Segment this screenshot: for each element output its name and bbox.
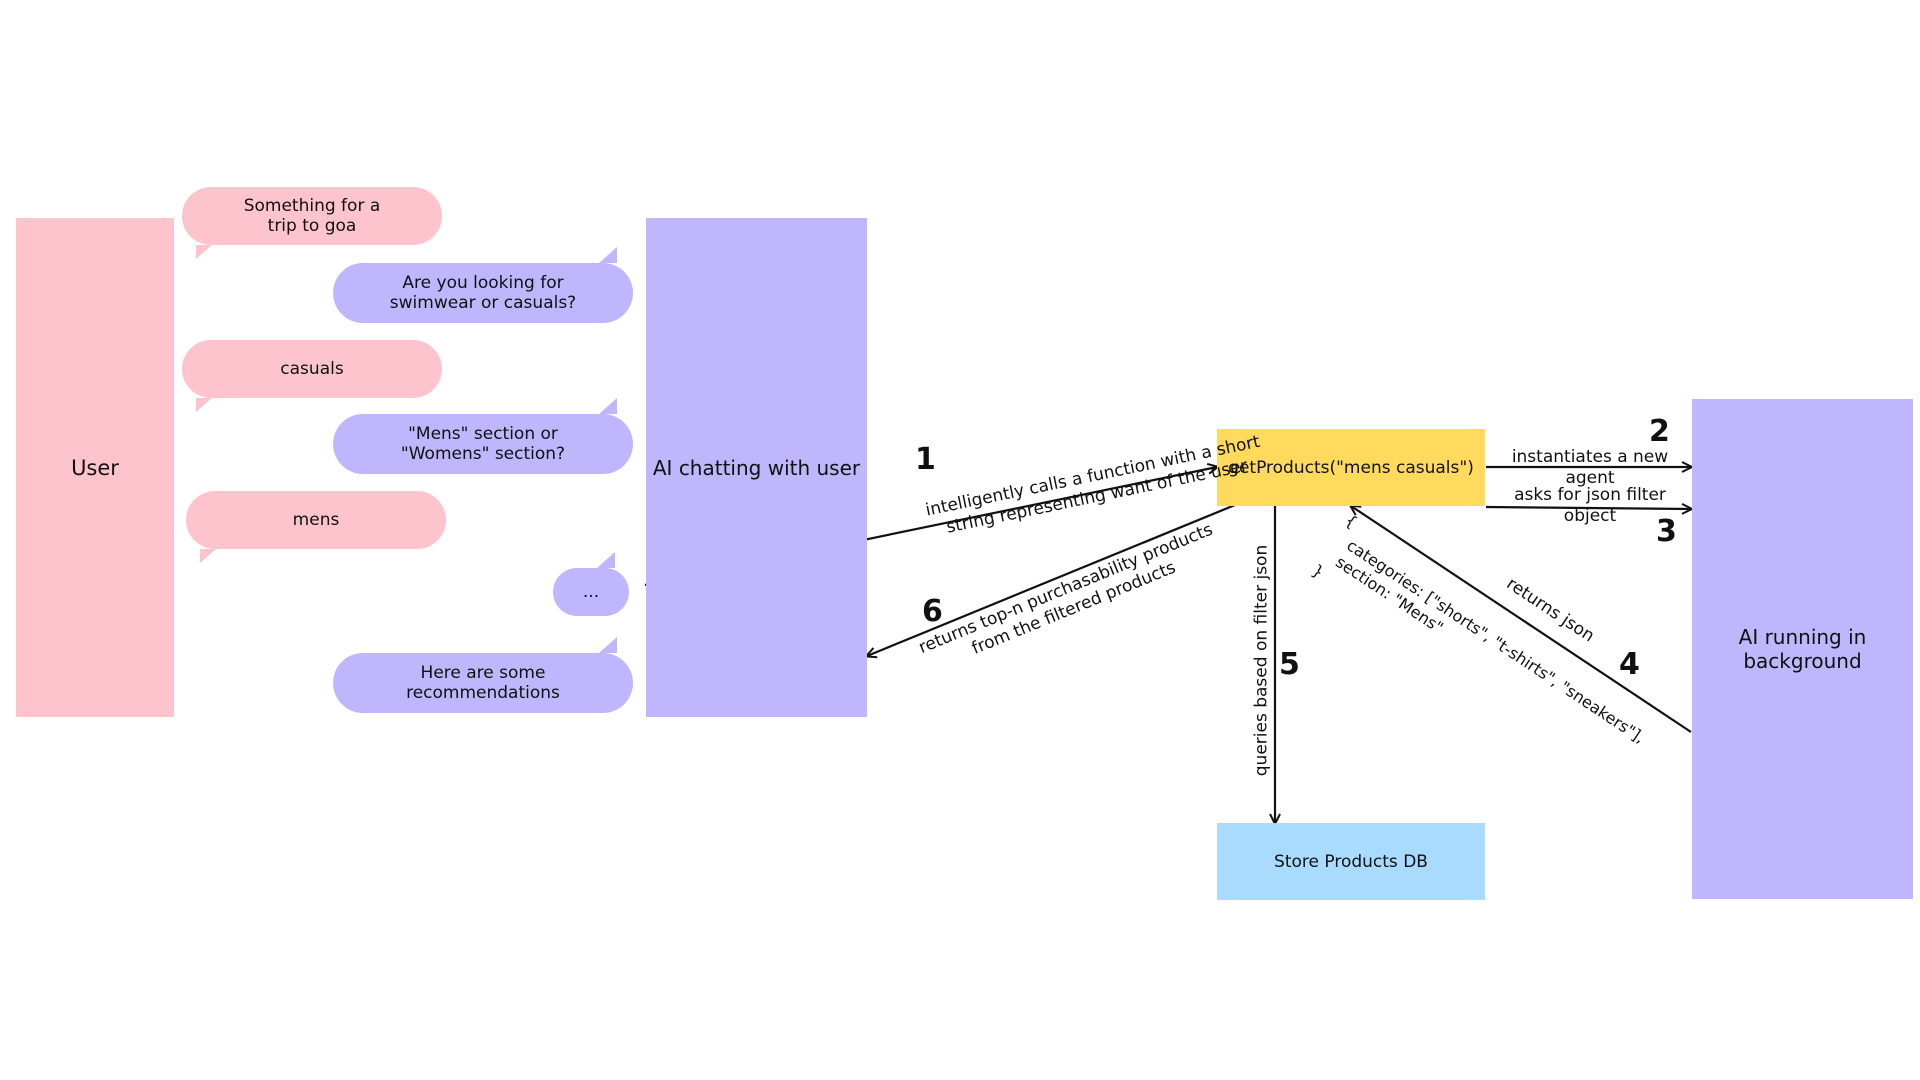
store-db-label: Store Products DB [1274, 851, 1428, 872]
store-db-node: Store Products DB [1217, 823, 1485, 900]
chat-text: casuals [280, 359, 344, 379]
bubble-tail [196, 245, 212, 259]
bubble-tail [599, 637, 617, 653]
ai-background-label: AI running in background [1738, 625, 1867, 673]
arrow-step-4 [1351, 506, 1692, 733]
chat-text: Here are some recommendations [406, 663, 560, 703]
chat-text: Are you looking for swimwear or casuals? [389, 273, 577, 313]
step-number-3: 3 [1656, 514, 1677, 549]
step-label-3: asks for json filter object [1514, 485, 1666, 526]
step-number-1: 1 [915, 442, 936, 477]
chat-bubble-user: Something for a trip to goa [182, 187, 442, 259]
user-node: User [16, 218, 174, 717]
chat-text: ... [582, 582, 600, 602]
step-label-2: instantiates a new agent [1511, 447, 1669, 488]
chat-bubble-ai: ... [553, 552, 629, 616]
chat-text: Something for a trip to goa [243, 196, 381, 236]
chat-text: mens [292, 510, 340, 530]
bubble-tail [599, 398, 617, 414]
user-label: User [71, 455, 119, 480]
step-label-5: queries based on filter json [1251, 544, 1272, 777]
bubble-tail [597, 552, 615, 568]
step-number-5: 5 [1279, 647, 1300, 682]
chat-bubble-ai: Here are some recommendations [333, 637, 633, 713]
chat-bubble-user: mens [186, 491, 446, 563]
chat-bubble-user: casuals [182, 340, 442, 412]
bubble-tail [599, 247, 617, 263]
arrow-step-6 [867, 503, 1236, 656]
arrow-step-3 [1485, 507, 1691, 509]
get-products-node: getProducts("mens casuals") [1217, 429, 1485, 506]
bubble-tail [200, 549, 216, 563]
bubble-tail [196, 398, 212, 412]
ai-chat-node: AI chatting with user [646, 218, 867, 717]
chat-bubble-ai: "Mens" section or "Womens" section? [333, 398, 633, 474]
step-number-4: 4 [1619, 647, 1640, 682]
step-number-6: 6 [922, 594, 943, 629]
get-products-label: getProducts("mens casuals") [1228, 457, 1474, 478]
ai-chat-label: AI chatting with user [652, 455, 861, 480]
step-number-2: 2 [1649, 414, 1670, 449]
ai-background-node: AI running in background [1692, 399, 1913, 899]
chat-bubble-ai: Are you looking for swimwear or casuals? [333, 247, 633, 323]
chat-text: "Mens" section or "Womens" section? [400, 424, 566, 464]
